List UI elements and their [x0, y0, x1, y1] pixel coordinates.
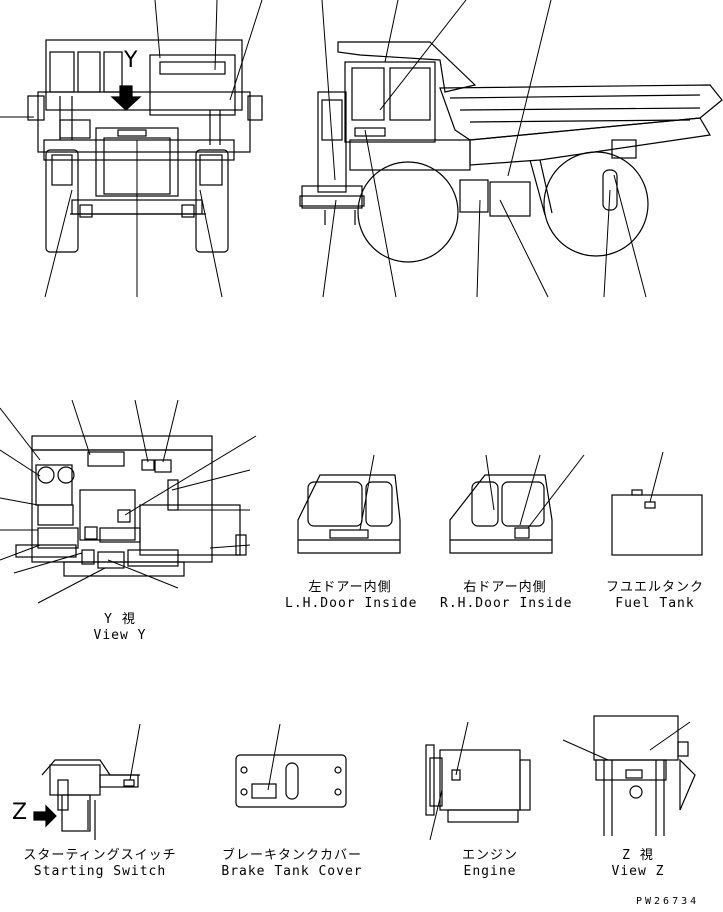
starting-switch-label-jp: スターティングスイッチ [23, 848, 177, 863]
brake-tank-label-en: Brake Tank Cover [221, 864, 363, 879]
starting-switch-drawing [33, 723, 141, 840]
lh-door-label-en: L.H.Door Inside [285, 596, 418, 611]
truck-front-view [27, 39, 263, 253]
view-y-panel [15, 435, 247, 577]
starting-switch-label-en: Starting Switch [33, 864, 167, 879]
fuel-tank-label-jp: フユエルタンク [605, 580, 704, 595]
rh-door-drawing [449, 454, 585, 554]
drawing-code: PW26734 [636, 896, 700, 907]
engine-label-jp: エンジン [461, 848, 518, 863]
brake-tank-cover-drawing [235, 723, 347, 808]
engine-label-en: Engine [463, 864, 517, 879]
brake-tank-label-jp: ブレーキタンクカバー [221, 848, 362, 863]
truck-side-view [299, 41, 723, 263]
fuel-tank-label-en: Fuel Tank [615, 596, 695, 611]
view-z-label-jp: Z 視 [622, 848, 654, 863]
view-z-marker: Z [12, 800, 28, 825]
leader-lines-view-y [0, 399, 257, 604]
leader-lines-side [321, 0, 647, 298]
lh-door-label-jp: 左ドアー内側 [308, 580, 392, 595]
view-y-marker: Y [124, 48, 138, 73]
engine-drawing [425, 721, 531, 841]
fuel-tank-drawing [611, 451, 703, 556]
rh-door-label-en: R.H.Door Inside [440, 596, 573, 611]
view-z-label-en: View Z [611, 864, 665, 879]
view-y-label-jp: Y 視 [104, 612, 136, 627]
rh-door-label-jp: 右ドアー内側 [463, 580, 547, 595]
lh-door-drawing [297, 454, 401, 554]
leader-lines-front [0, 0, 263, 298]
view-z-drawing [562, 715, 696, 836]
view-y-label-en: View Y [93, 628, 147, 643]
